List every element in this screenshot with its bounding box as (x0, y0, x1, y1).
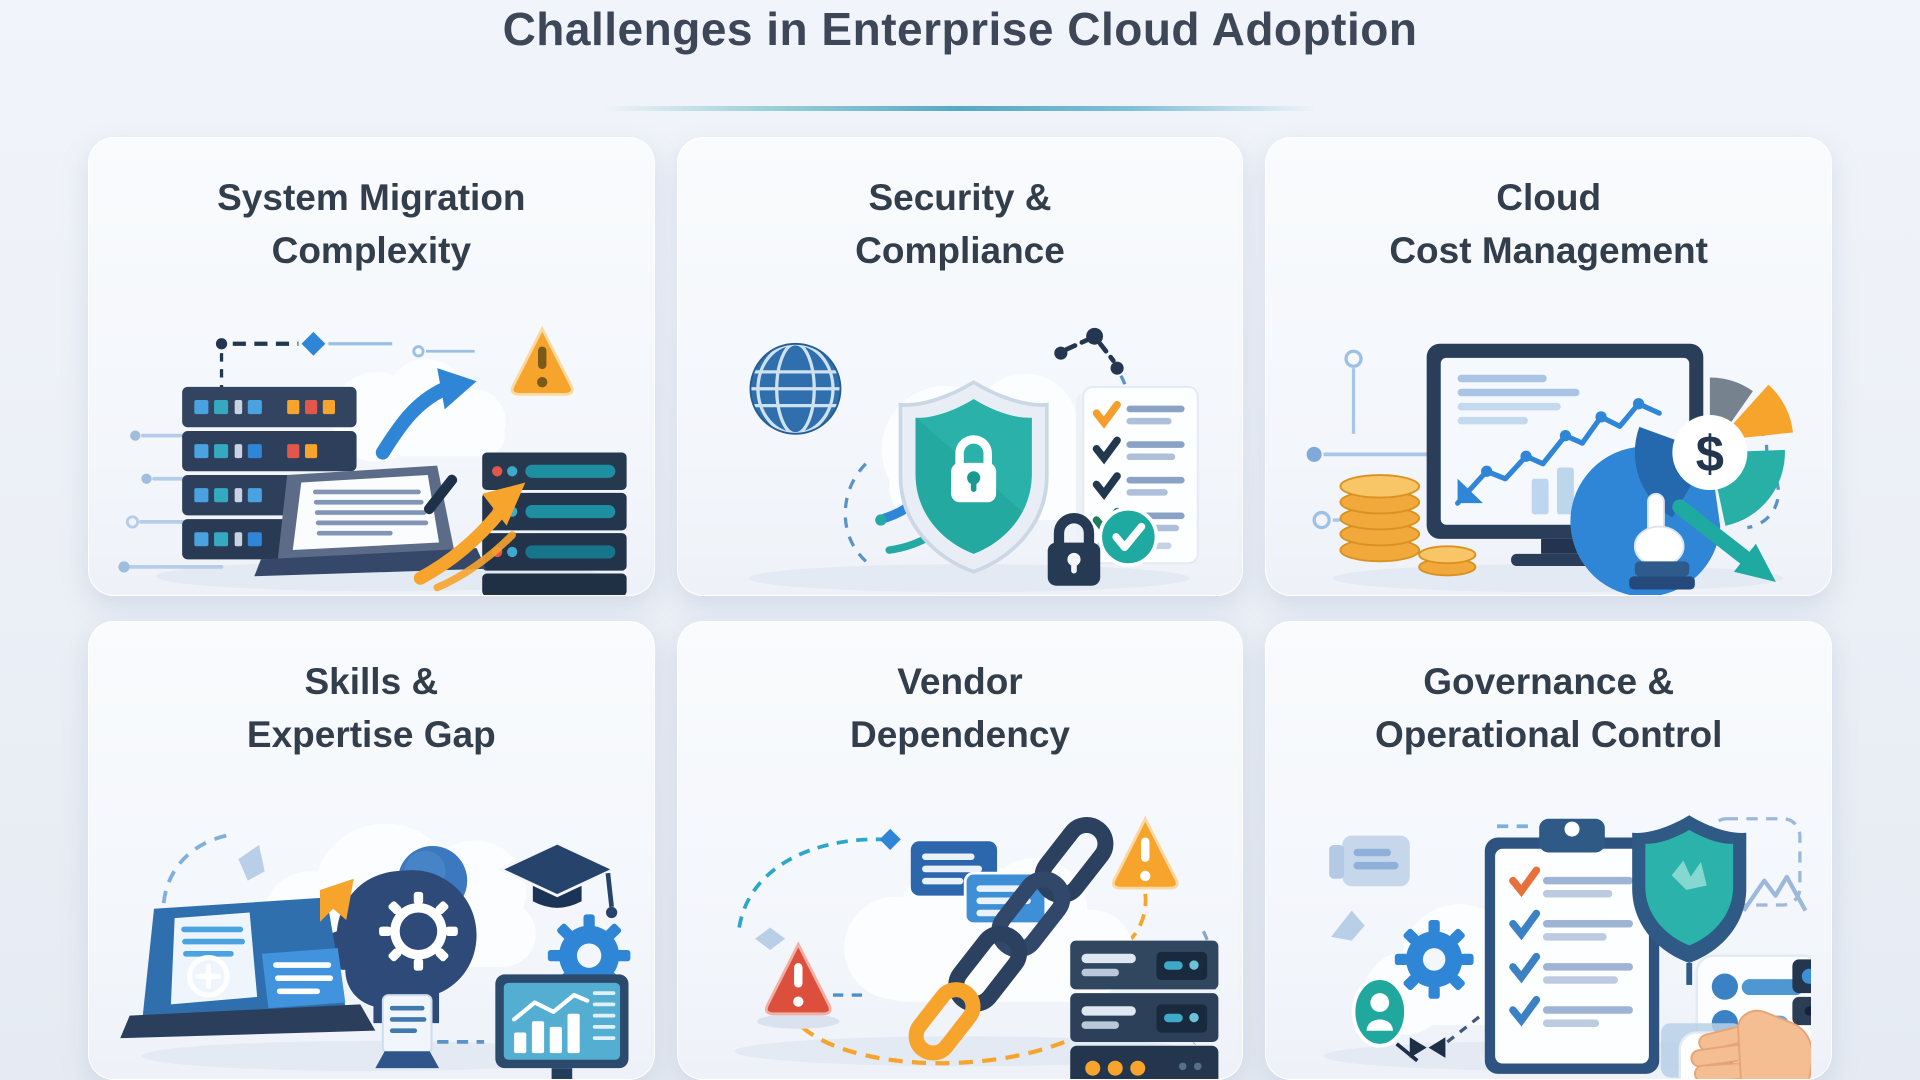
cards-grid: System Migration Complexity (0, 137, 1920, 1080)
page-header: Challenges in Enterprise Cloud Adoption (0, 0, 1920, 137)
card-title-line2: Cost Management (1389, 229, 1708, 271)
pie-chart-dollar-icon: $ (1570, 377, 1794, 595)
growth-arrow-icon (413, 482, 526, 592)
shield-icon (1632, 814, 1747, 985)
card-illustration (89, 761, 654, 1079)
card-title-line2: Expertise Gap (246, 713, 496, 755)
pointing-hand-icon (1629, 492, 1695, 590)
page-title: Challenges in Enterprise Cloud Adoption (502, 3, 1418, 55)
card-cloud-cost-management: Cloud Cost Management (1265, 137, 1832, 596)
card-title-line2: Complexity (271, 229, 472, 271)
bar-chart-monitor-icon (495, 973, 629, 1079)
warning-triangle-orange-icon (1112, 815, 1180, 890)
training-laptop-icon (120, 897, 376, 1038)
migration-illustration (118, 325, 627, 595)
check-circle-icon (1098, 506, 1159, 567)
governance-illustration (1323, 814, 1812, 1079)
card-title: Security & Compliance (855, 172, 1065, 277)
data-blocks-icon (911, 840, 1048, 925)
card-illustration (678, 761, 1243, 1079)
dashed-arc-icon (844, 462, 872, 567)
warning-triangle-red-icon (757, 940, 840, 1029)
cost-illustration: $ (1306, 343, 1794, 595)
card-title: Governance & Operational Control (1375, 656, 1722, 761)
card-title-line2: Compliance (855, 229, 1065, 271)
vendor-illustration (734, 815, 1219, 1079)
card-title-line2: Dependency (849, 713, 1070, 755)
document-stand-icon (375, 993, 439, 1068)
migration-up-arrow-icon (375, 368, 477, 460)
clipboard-checklist-icon (1484, 818, 1660, 1074)
card-illustration (1266, 761, 1831, 1079)
card-title-line1: Cloud (1496, 177, 1602, 218)
security-illustration (748, 327, 1200, 593)
vendor-server-icon (1070, 940, 1219, 1079)
card-security-compliance: Security & Compliance (676, 137, 1244, 596)
card-skills-expertise-gap: Skills & Expertise Gap (88, 621, 655, 1080)
gear-icon (1394, 919, 1474, 999)
laptop-document-icon (254, 465, 486, 577)
card-title-line2: Operational Control (1374, 713, 1723, 755)
card-title: System Migration Complexity (217, 172, 525, 277)
card-illustration: $ (1266, 277, 1831, 595)
card-illustration (89, 277, 654, 595)
card-vendor-dependency: Vendor Dependency (676, 621, 1244, 1080)
padlock-icon (1048, 513, 1101, 586)
graduation-cap-icon (497, 841, 618, 918)
storage-device-icon (1792, 958, 1812, 1025)
shield-lock-icon (899, 379, 1050, 574)
dollar-sign: $ (1696, 425, 1724, 482)
hand-cursor-icon (1661, 1009, 1812, 1079)
card-system-migration-complexity: System Migration Complexity (88, 137, 655, 596)
card-title-line1: System Migration (217, 177, 526, 218)
server-rack-right-icon (481, 452, 627, 595)
title-divider (604, 106, 1316, 111)
card-title-line1: Security & (868, 177, 1052, 218)
warning-triangle-icon (510, 325, 574, 396)
card-title: Vendor Dependency (850, 656, 1070, 761)
card-title: Cloud Cost Management (1389, 172, 1708, 277)
globe-icon (749, 342, 842, 435)
card-illustration (678, 277, 1243, 595)
chain-icon (909, 816, 1114, 1061)
server-rack-icon (181, 386, 357, 560)
faint-decor-icons (1329, 816, 1808, 959)
bookmark-icon (319, 878, 354, 922)
person-badge-icon (1351, 975, 1419, 1062)
cost-down-arrow-icon (1672, 499, 1777, 582)
card-governance-operational-control: Governance & Operational Control (1265, 621, 1832, 1080)
skills-illustration (120, 823, 631, 1079)
coin-stack-icon (1339, 474, 1477, 577)
card-title: Skills & Expertise Gap (247, 656, 496, 761)
head-gear-icon (325, 869, 477, 1023)
card-title-line1: Vendor (897, 661, 1023, 702)
card-title-line1: Skills & (304, 661, 439, 702)
card-title-line1: Governance & (1423, 661, 1675, 702)
